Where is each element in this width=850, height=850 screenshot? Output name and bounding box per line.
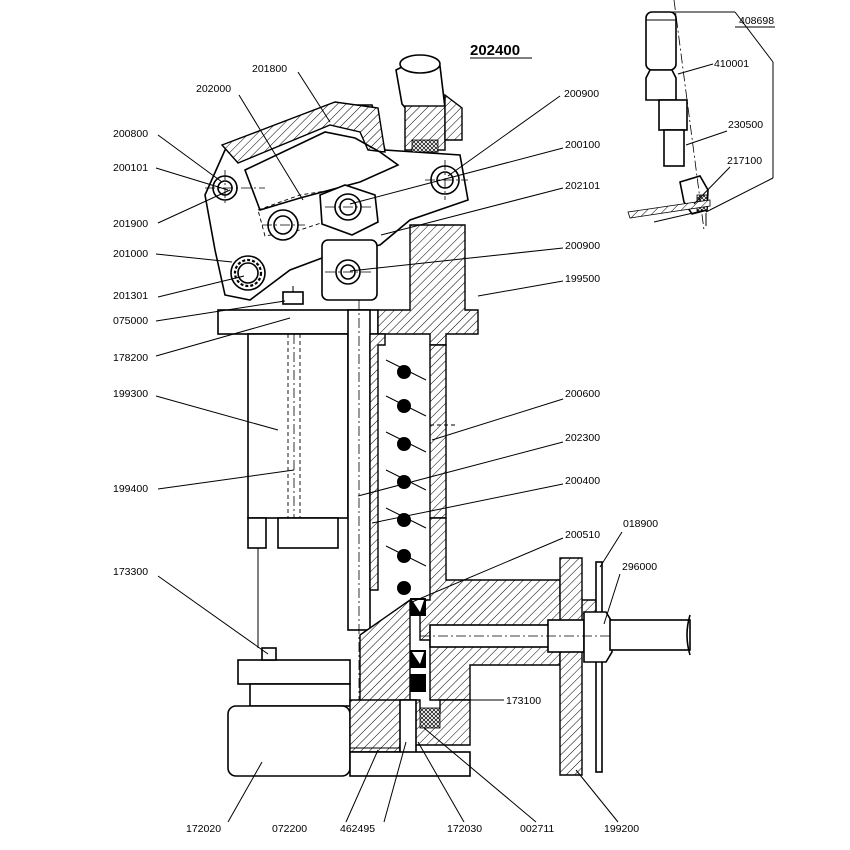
label-201800: 201800 — [252, 63, 287, 75]
label-072200: 072200 — [272, 823, 307, 835]
label-199300: 199300 — [113, 388, 148, 400]
label-172030: 172030 — [447, 823, 482, 835]
label-002711: 002711 — [520, 823, 554, 835]
label-200100: 200100 — [565, 139, 600, 151]
part-labels: 408698 410001 230500 217100 201800 20200… — [113, 15, 774, 835]
label-200600: 200600 — [565, 388, 600, 400]
label-178200: 178200 — [113, 352, 148, 364]
label-230500: 230500 — [728, 119, 763, 131]
label-217100: 217100 — [727, 155, 762, 167]
label-172020: 172020 — [186, 823, 221, 835]
label-201301: 201301 — [113, 290, 148, 302]
lever-assembly — [204, 54, 469, 305]
label-200800: 200800 — [113, 128, 148, 140]
label-173100: 173100 — [506, 695, 541, 707]
label-296000: 296000 — [622, 561, 657, 573]
label-200900-top: 200900 — [564, 88, 599, 100]
label-199400: 199400 — [113, 483, 148, 495]
label-408698: 408698 — [739, 15, 774, 27]
label-200900-lower: 200900 — [565, 240, 600, 252]
label-202000: 202000 — [196, 83, 231, 95]
label-199200: 199200 — [604, 823, 639, 835]
label-200510: 200510 — [565, 529, 600, 541]
inset-detail-drawing — [627, 0, 711, 231]
label-200101: 200101 — [113, 162, 148, 174]
label-201900: 201900 — [113, 218, 148, 230]
label-202300: 202300 — [565, 432, 600, 444]
label-462495: 462495 — [340, 823, 375, 835]
pump-body — [217, 224, 691, 777]
diagram-title: 202400 — [470, 42, 532, 59]
label-200400: 200400 — [565, 475, 600, 487]
leader-lines — [155, 11, 775, 823]
label-018900: 018900 — [623, 518, 658, 530]
label-202101: 202101 — [565, 180, 600, 192]
label-199500: 199500 — [565, 273, 600, 285]
label-173300: 173300 — [113, 566, 148, 578]
label-075000: 075000 — [113, 315, 148, 327]
label-201000: 201000 — [113, 248, 148, 260]
label-410001: 410001 — [714, 58, 749, 70]
svg-text:202400: 202400 — [470, 42, 520, 59]
return-spring — [385, 359, 427, 595]
